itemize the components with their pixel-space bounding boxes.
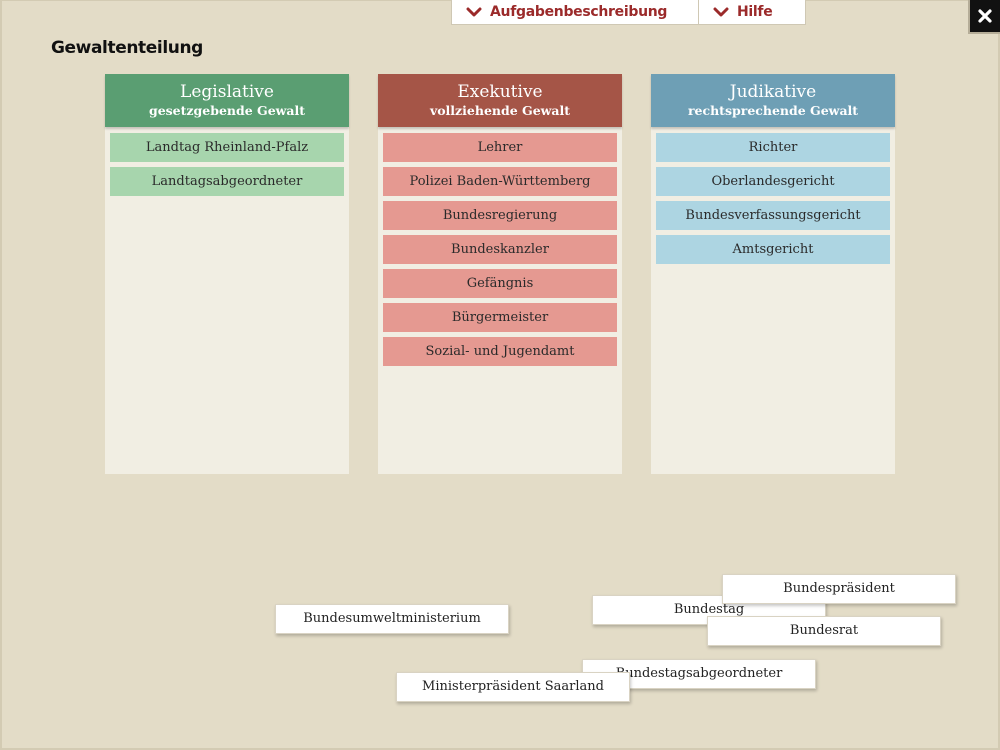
draggable-card[interactable]: Ministerpräsident Saarland (396, 672, 630, 702)
judicial-items: Richter Oberlandesgericht Bundesverfassu… (651, 127, 895, 264)
legislative-header: Legislative gesetzgebende Gewalt (105, 74, 349, 127)
close-button[interactable] (968, 0, 1000, 34)
placed-item[interactable]: Landtag Rheinland-Pfalz (110, 133, 344, 162)
draggable-card[interactable]: Bundesrat (707, 616, 941, 646)
draggable-card[interactable]: Bundestagsabgeordneter (582, 659, 816, 689)
executive-items: Lehrer Polizei Baden-Württemberg Bundesr… (378, 127, 622, 366)
legislative-items: Landtag Rheinland-Pfalz Landtagsabgeordn… (105, 127, 349, 196)
placed-item[interactable]: Oberlandesgericht (656, 167, 890, 196)
executive-drop-zone[interactable]: Exekutive vollziehende Gewalt Lehrer Pol… (378, 74, 622, 474)
placed-item[interactable]: Polizei Baden-Württemberg (383, 167, 617, 196)
legislative-drop-zone[interactable]: Legislative gesetzgebende Gewalt Landtag… (105, 74, 349, 474)
placed-item[interactable]: Bürgermeister (383, 303, 617, 332)
placed-item[interactable]: Lehrer (383, 133, 617, 162)
placed-item[interactable]: Sozial- und Jugendamt (383, 337, 617, 366)
judicial-drop-zone[interactable]: Judikative rechtsprechende Gewalt Richte… (651, 74, 895, 474)
executive-subtitle: vollziehende Gewalt (429, 103, 571, 118)
top-toolbar: Aufgabenbeschreibung Hilfe (451, 0, 806, 25)
page-title: Gewaltenteilung (51, 38, 203, 58)
executive-header: Exekutive vollziehende Gewalt (378, 74, 622, 127)
judicial-title: Judikative (729, 82, 817, 102)
help-label: Hilfe (737, 4, 773, 20)
placed-item[interactable]: Landtagsabgeordneter (110, 167, 344, 196)
placed-item[interactable]: Bundesverfassungsgericht (656, 201, 890, 230)
chevron-down-icon (466, 7, 482, 17)
placed-item[interactable]: Amtsgericht (656, 235, 890, 264)
judicial-header: Judikative rechtsprechende Gewalt (651, 74, 895, 127)
executive-title: Exekutive (457, 82, 543, 102)
draggable-card[interactable]: Bundespräsident (722, 574, 956, 604)
judicial-subtitle: rechtsprechende Gewalt (687, 103, 859, 118)
legislative-title: Legislative (180, 82, 274, 102)
chevron-down-icon (713, 7, 729, 17)
task-description-label: Aufgabenbeschreibung (490, 4, 668, 20)
placed-item[interactable]: Bundeskanzler (383, 235, 617, 264)
help-button[interactable]: Hilfe (699, 0, 806, 25)
placed-item[interactable]: Gefängnis (383, 269, 617, 298)
task-description-button[interactable]: Aufgabenbeschreibung (451, 0, 699, 25)
placed-item[interactable]: Richter (656, 133, 890, 162)
placed-item[interactable]: Bundesregierung (383, 201, 617, 230)
close-x-icon (978, 9, 992, 23)
legislative-subtitle: gesetzgebende Gewalt (148, 103, 306, 118)
draggable-card[interactable]: Bundesumweltministerium (275, 604, 509, 634)
